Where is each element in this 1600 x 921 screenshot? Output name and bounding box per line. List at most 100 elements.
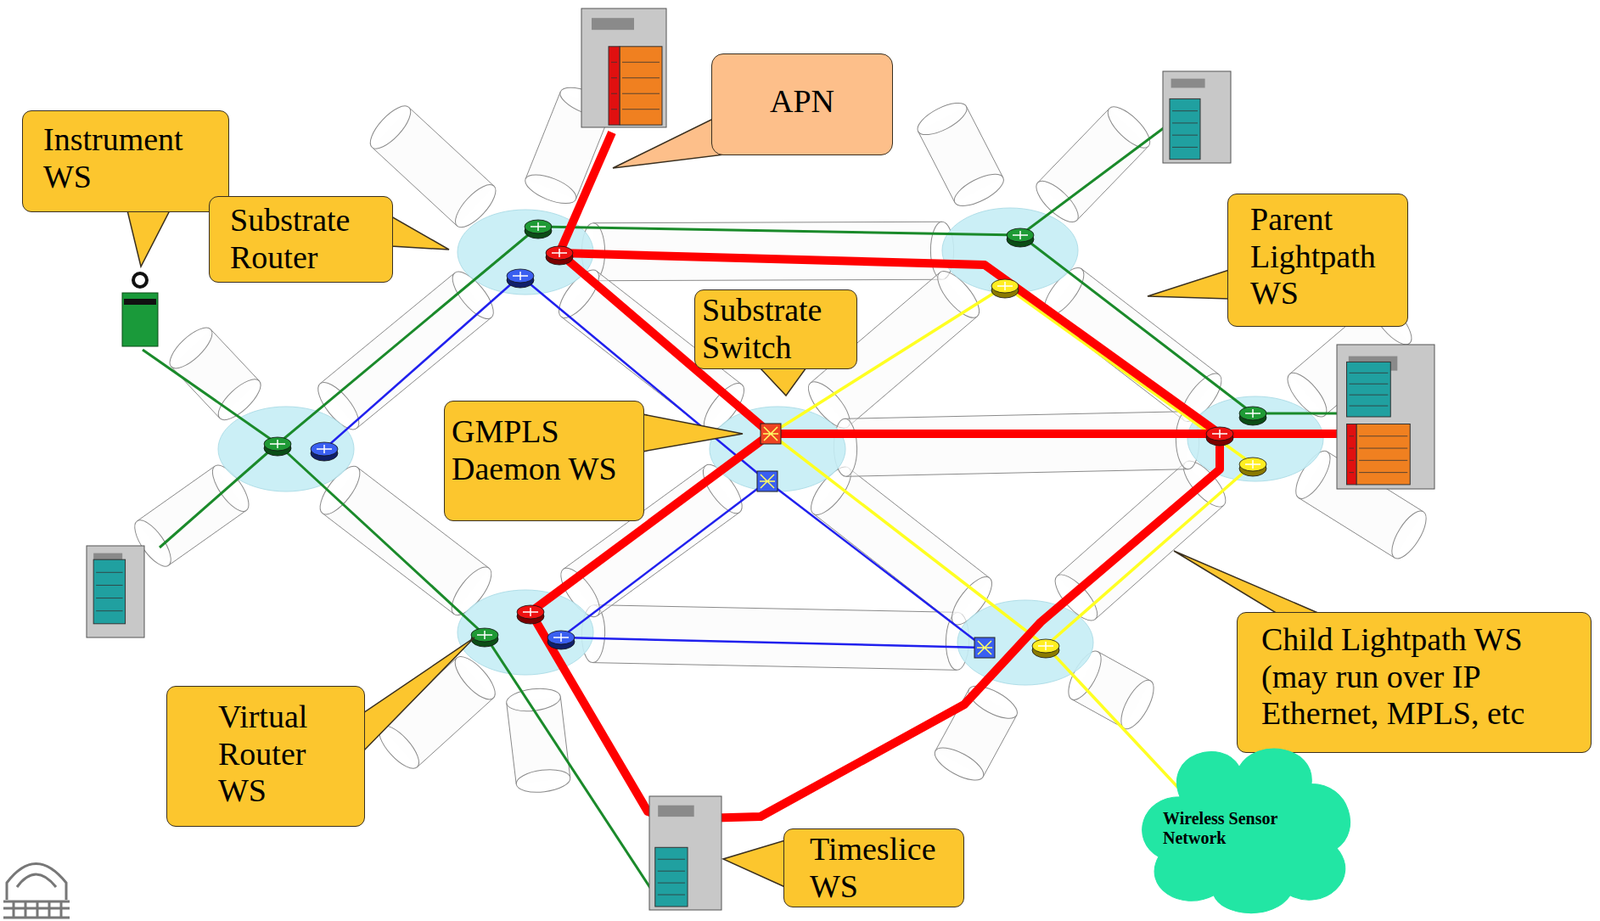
- callout-box: Substrate Router: [208, 196, 393, 283]
- tube-end: [1114, 675, 1160, 734]
- tube-end: [515, 766, 573, 795]
- node-site: [457, 589, 594, 675]
- red-lightpath: [559, 252, 1220, 434]
- callout-box: Instrument WS: [22, 110, 230, 213]
- router-icon: [547, 630, 575, 650]
- callout-box: Substrate Switch: [694, 289, 858, 370]
- tube-end: [1385, 505, 1433, 564]
- tube-edge: [844, 411, 1187, 420]
- tube-edge: [322, 513, 455, 615]
- router-icon: [310, 442, 338, 461]
- callout-pointer: [363, 637, 475, 752]
- callout-box: Child Lightpath WS (may run over IP Ethe…: [1236, 611, 1592, 753]
- tube-edge: [137, 465, 216, 522]
- tube-edge: [597, 512, 741, 617]
- callout-label: Child Lightpath WS (may run over IP Ethe…: [1261, 621, 1581, 733]
- tube-end: [364, 100, 417, 155]
- callout-box: GMPLS Daemon WS: [443, 400, 645, 522]
- callout-pointer: [127, 210, 170, 267]
- tube-end: [913, 96, 972, 141]
- yellow-link: [770, 433, 1046, 646]
- router-icon: [545, 246, 573, 265]
- tube-edge: [409, 107, 495, 187]
- tube-edge: [982, 715, 1017, 778]
- router-icon: [1239, 406, 1267, 426]
- cloud-label: Wireless Sensor Network: [1162, 808, 1342, 848]
- callout-box: APN: [711, 53, 893, 156]
- server-icon: [581, 8, 667, 128]
- tube-end: [930, 741, 989, 786]
- callout-box: Virtual Router WS: [166, 685, 365, 827]
- green-link: [538, 226, 1021, 236]
- callout-label: GMPLS Daemon WS: [451, 413, 637, 488]
- callout-label: Timeslice WS: [809, 830, 957, 905]
- tube-edge: [168, 510, 247, 566]
- tube-end: [949, 168, 1009, 213]
- callout-box: Parent Lightpath WS: [1227, 193, 1409, 327]
- router-icon: [1032, 639, 1060, 658]
- cloud-shape: Wireless Sensor Network: [1128, 736, 1367, 917]
- tube-edge: [416, 697, 494, 767]
- server-icon: [1336, 344, 1435, 489]
- tube-edge: [965, 106, 1003, 178]
- tube-edge: [846, 469, 1189, 478]
- callout-pointer: [723, 840, 786, 888]
- router-icon: [1206, 426, 1234, 446]
- switch-icon: [757, 471, 778, 492]
- tube-edge: [320, 273, 455, 384]
- callout-pointer: [391, 216, 450, 250]
- tube-edge: [594, 605, 959, 613]
- green-link: [1252, 412, 1350, 416]
- router-icon: [524, 219, 552, 239]
- node-site: [942, 207, 1078, 293]
- router-icon: [471, 628, 499, 647]
- tube-edge: [918, 131, 955, 203]
- callout-label: Instrument WS: [43, 121, 219, 196]
- callout-label: Parent Lightpath WS: [1250, 201, 1399, 313]
- callout-label: APN: [720, 83, 884, 121]
- server-icon: [1162, 71, 1231, 163]
- server-icon: [86, 545, 145, 638]
- callout-pointer: [1147, 269, 1230, 299]
- callout-pointer: [759, 367, 807, 396]
- router-icon: [263, 437, 292, 456]
- yellow-link: [1045, 645, 1180, 790]
- tube-edge: [848, 467, 990, 579]
- switch-icon: [760, 423, 781, 444]
- router-icon: [1239, 457, 1267, 477]
- green-link: [1020, 127, 1165, 236]
- tube-edge: [506, 702, 517, 785]
- router-icon: [991, 279, 1019, 298]
- callout-label: Substrate Switch: [701, 291, 850, 366]
- red-lightpath: [559, 132, 612, 253]
- instrument-icon: [122, 273, 158, 347]
- router-icon: [516, 605, 545, 624]
- tube-end: [1101, 101, 1157, 155]
- blue-link: [561, 637, 985, 648]
- switch-icon: [974, 637, 995, 658]
- tube-edge: [1298, 498, 1395, 559]
- tube-end: [963, 679, 1022, 725]
- tube-end: [521, 168, 580, 210]
- yellow-link: [1045, 464, 1253, 646]
- cloud-fill: [1142, 748, 1351, 914]
- tube-edge: [1038, 108, 1110, 183]
- tube-body: [844, 411, 1188, 478]
- university-logo: [3, 864, 70, 919]
- node-site: [1187, 396, 1324, 482]
- tube-edge: [593, 221, 943, 223]
- green-link: [159, 443, 278, 548]
- router-icon: [1006, 228, 1034, 248]
- tube-edge: [210, 329, 259, 382]
- callout-label: Virtual Router WS: [218, 698, 358, 810]
- green-link: [1020, 235, 1253, 414]
- tube-edge: [1097, 651, 1151, 681]
- tube-body: [592, 605, 958, 671]
- callout-pointer: [1173, 550, 1320, 614]
- tube-edge: [525, 91, 561, 180]
- tube-edge: [593, 279, 943, 281]
- callout-box: Timeslice WS: [783, 828, 965, 908]
- server-icon: [649, 796, 722, 910]
- red-lightpath: [770, 429, 1367, 438]
